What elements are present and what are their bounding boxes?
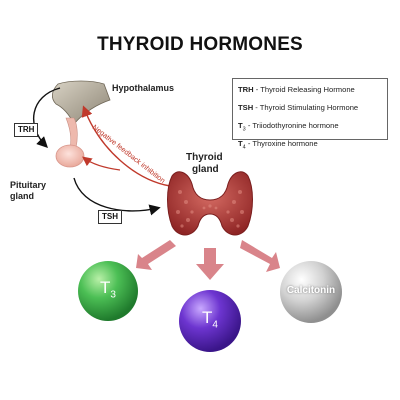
tsh-arrow [73,177,161,216]
hypothalamus-shape [52,80,111,125]
legend-box: TRH - Thyroid Releasing Hormone TSH - Th… [232,78,388,151]
thyroid-label-line1: Thyroid [186,152,223,163]
trh-arrow [32,87,61,148]
feedback-arrow [81,105,171,187]
page-title: THYROID HORMONES [97,34,303,55]
pituitary-label-line1: Pituitary [10,180,47,190]
hormone-arrows [136,240,280,280]
pituitary-stalk [65,117,78,149]
pituitary-label-line2: gland [10,191,34,201]
legend-row: T4 - Thyroxine hormone [238,139,318,151]
tsh-tag: TSH [98,210,122,224]
thyroid-gland-shape [167,171,253,236]
legend-row: TRH - Thyroid Releasing Hormone [238,85,355,94]
t3-sphere [78,261,138,321]
legend-row: T3 - Triiodothyronine hormone [238,121,339,133]
feedback-label: Negative feedback inhibition [91,122,167,184]
t4-label: T4 [202,308,218,331]
hypothalamus-label: Hypothalamus [112,83,175,93]
feedback-arrow-branch [82,156,121,171]
trh-tag: TRH [14,123,39,137]
calcitonin-sphere [280,261,342,323]
t4-sphere [179,290,241,352]
legend-row: TSH - Thyroid Stimulating Hormone [238,103,359,113]
thyroid-label-line2: gland [192,164,219,175]
calcitonin-label: Calcitonin [286,285,336,296]
pituitary-gland-shape [55,144,85,168]
t3-label: T3 [100,278,116,301]
